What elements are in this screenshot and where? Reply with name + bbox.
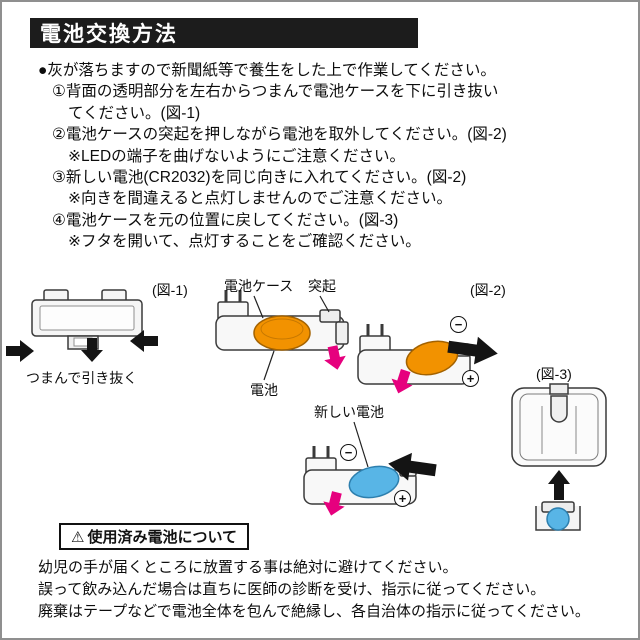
fig3-device-drawing bbox=[511, 383, 607, 467]
coin-battery-orange-rim bbox=[260, 318, 304, 340]
new-battery-leader-line bbox=[353, 421, 369, 468]
warning-line-swallow: 誤って飲み込んだ場合は直ちに医師の診断を受け、指示に従ってください。 bbox=[38, 581, 546, 598]
coin-battery-blue bbox=[348, 465, 400, 499]
black-arrow-right-icon bbox=[447, 336, 498, 365]
warning-triangle-icon: ⚠ bbox=[71, 528, 85, 546]
instruction-text: ●灰が落ちますので新聞紙等で養生をした上で作業してください。 ①背面の透明部分を… bbox=[38, 60, 630, 253]
used-battery-warning-box: ⚠ 使用済み電池について bbox=[59, 523, 250, 550]
fig2-label: (図-2) bbox=[470, 282, 506, 298]
battery-case-label: 電池ケース bbox=[224, 278, 294, 294]
instruction-step3-note: ※向きを間違えると点灯しませんのでご注意ください。 bbox=[68, 190, 453, 208]
coin-battery-orange bbox=[253, 315, 311, 351]
page-title: 電池交換方法 bbox=[40, 23, 178, 46]
black-arrow-up-icon bbox=[548, 470, 570, 500]
warning-title: 使用済み電池について bbox=[87, 529, 238, 546]
pinch-caption: つまんで引き抜く bbox=[26, 370, 138, 386]
page-title-bar: 電池交換方法 bbox=[30, 18, 418, 48]
battery-label: 電池 bbox=[250, 382, 278, 398]
warning-line-disposal: 廃棄はテープなどで電池全体を包んで絶縁し、各自治体の指示に従ってください。 bbox=[38, 603, 590, 620]
instruction-step3: ③新しい電池(CR2032)を同じ向きに入れてください。(図-2) bbox=[52, 169, 467, 187]
pink-arrow-fig2-icon bbox=[391, 369, 413, 394]
protrusion-label: 突起 bbox=[308, 278, 336, 294]
instruction-step2-note: ※LEDの端子を曲げないようにご注意ください。 bbox=[68, 147, 406, 165]
polarity-minus-icon: − bbox=[450, 316, 467, 333]
pink-arrow-insert-icon bbox=[323, 491, 345, 516]
instruction-step4: ④電池ケースを元の位置に戻してください。(図-3) bbox=[52, 211, 399, 229]
polarity-minus-icon: − bbox=[340, 444, 357, 461]
figures-area: (図-1) 電池ケース 突起 (図-2) つまんで引き抜く 電池 新しい電池 (… bbox=[2, 274, 638, 536]
instruction-step2: ②電池ケースの突起を押しながら電池を取外してください。(図-2) bbox=[52, 126, 507, 144]
instruction-step4-note: ※フタを開いて、点灯することをご確認ください。 bbox=[68, 233, 421, 251]
instruction-step1-cont: てください。(図-1) bbox=[68, 104, 201, 122]
fig1-pinch-arrows bbox=[6, 330, 158, 362]
pink-arrow-pull-down-icon bbox=[324, 345, 346, 370]
warning-line-infants: 幼児の手が届くところに放置する事は絶対に避けてください。 bbox=[38, 559, 458, 576]
black-arrow-left-icon bbox=[388, 452, 437, 481]
figures-drawing bbox=[6, 289, 607, 531]
coin-battery-blue-installed bbox=[546, 507, 570, 531]
polarity-plus-icon: + bbox=[462, 370, 479, 387]
instruction-step1: ①背面の透明部分を左右からつまんで電池ケースを下に引き抜い bbox=[52, 83, 499, 101]
polarity-plus-icon: + bbox=[394, 490, 411, 507]
fig3-label: (図-3) bbox=[536, 366, 572, 382]
fig1-label: (図-1) bbox=[152, 282, 188, 298]
instruction-intro: ●灰が落ちますので新聞紙等で養生をした上で作業してください。 bbox=[38, 62, 496, 79]
new-battery-label: 新しい電池 bbox=[314, 404, 384, 420]
label-leader-lines bbox=[253, 295, 330, 381]
